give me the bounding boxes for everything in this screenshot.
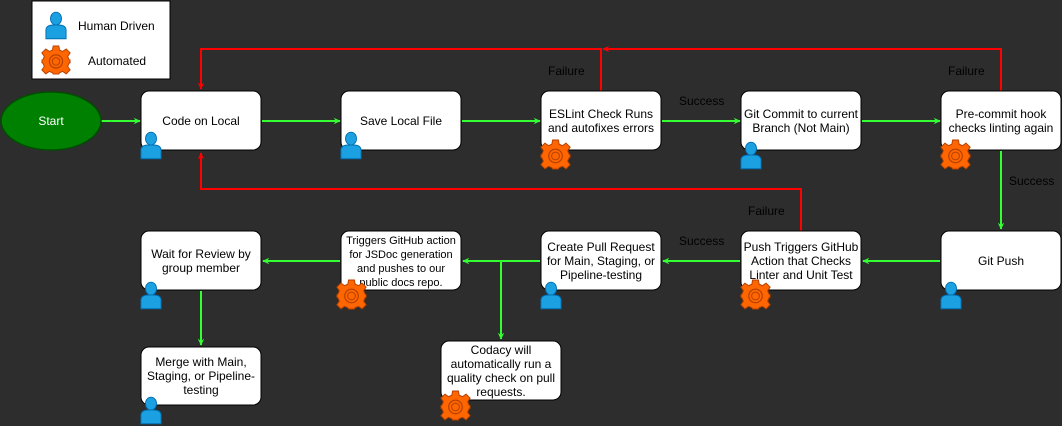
node-label-line: ESLint Check Runs [549, 107, 653, 121]
node-label-line: Pipeline-testing [560, 268, 642, 282]
node-box [140, 230, 262, 291]
failure-edges [197, 45, 1002, 231]
node-label-line: for JSDoc generation [349, 249, 452, 261]
legend-auto-label: Automated [88, 54, 146, 68]
node-label-line: group member [162, 261, 240, 275]
node-label-line: Linter and Unit Test [749, 268, 853, 282]
start-label: Start [38, 114, 64, 128]
gear-icon [336, 279, 367, 310]
gear-icon [440, 390, 471, 421]
edge-label-success: Success [679, 234, 724, 248]
node-label-line: Save Local File [360, 114, 442, 128]
node-wait-for-review: Wait for Review by group member [140, 230, 262, 310]
node-label-line: Code on Local [162, 114, 239, 128]
node-codacy: Codacy will automatically run a quality … [440, 340, 562, 421]
node-box [940, 230, 1062, 291]
node-box [340, 230, 462, 291]
node-code-on-local: Code on Local [140, 90, 262, 160]
node-label-line: Git Commit to current [744, 107, 859, 121]
gear-icon [540, 139, 571, 170]
node-box [540, 90, 662, 151]
node-label-line: Git Push [978, 254, 1024, 268]
gear-icon [740, 279, 771, 310]
edge-precommit-failure [602, 45, 1002, 91]
node-label-line: Create Pull Request [547, 240, 655, 254]
node-label-line: checks linting again [949, 121, 1054, 135]
node-eslint-check: ESLint Check Runs and autofixes errors [540, 90, 662, 170]
node-box [540, 230, 662, 291]
node-label-line: automatically run a [451, 357, 552, 371]
node-label-line: quality check on pull [447, 371, 555, 385]
edge-label-failure: Failure [748, 204, 785, 218]
node-merge: Merge with Main, Staging, or Pipeline- t… [140, 346, 262, 425]
node-box [340, 90, 462, 151]
node-label-line: and autofixes errors [548, 121, 654, 135]
node-save-local-file: Save Local File [340, 90, 462, 160]
success-edges [101, 117, 1005, 346]
node-git-push: Git Push [940, 230, 1062, 310]
edge-label-success: Success [1009, 174, 1054, 188]
edge-label-failure: Failure [948, 64, 985, 78]
legend: Human Driven Automated [31, 0, 171, 80]
node-label-line: testing [183, 383, 218, 397]
gear-icon [41, 45, 71, 75]
edge-triggers-failure [197, 152, 802, 231]
node-label-line: Action that Checks [751, 254, 851, 268]
edge-label-failure: Failure [548, 64, 585, 78]
node-box [740, 230, 862, 291]
node-label-line: Push Triggers GitHub [744, 240, 859, 254]
node-label-line: Pre-commit hook [956, 107, 1048, 121]
legend-human-label: Human Driven [78, 19, 155, 33]
node-label-line: requests. [476, 385, 525, 399]
node-create-pull-request: Create Pull Request for Main, Staging, o… [540, 230, 662, 310]
node-label-line: and pushes to our [357, 263, 445, 275]
node-box [140, 90, 262, 151]
edge-label-success: Success [679, 94, 724, 108]
node-label-line: Merge with Main, [155, 355, 246, 369]
node-label-line: public docs repo. [359, 277, 442, 289]
node-label-line: Staging, or Pipeline- [147, 369, 255, 383]
node-box [440, 340, 562, 401]
node-precommit-hook: Pre-commit hook checks linting again [940, 90, 1062, 170]
node-label-line: Branch (Not Main) [752, 121, 849, 135]
node-jsdoc-action: Triggers GitHub action for JSDoc generat… [336, 230, 462, 310]
node-label-line: Codacy will [471, 343, 532, 357]
node-box [140, 346, 262, 406]
edge-eslint-failure [197, 48, 602, 91]
gear-icon [940, 139, 971, 170]
node-box [940, 90, 1062, 151]
node-box [740, 90, 862, 151]
node-push-triggers: Push Triggers GitHub Action that Checks … [740, 230, 862, 310]
start-ellipse [0, 91, 102, 151]
node-label-line: for Main, Staging, or [547, 254, 655, 268]
node-label-line: Triggers GitHub action [346, 235, 456, 247]
node-label-line: Wait for Review by [151, 247, 251, 261]
start-node: Start [0, 91, 102, 151]
node-git-commit: Git Commit to current Branch (Not Main) [740, 90, 862, 170]
edge-labels: Failure Success Failure Success Failure … [548, 64, 1054, 248]
